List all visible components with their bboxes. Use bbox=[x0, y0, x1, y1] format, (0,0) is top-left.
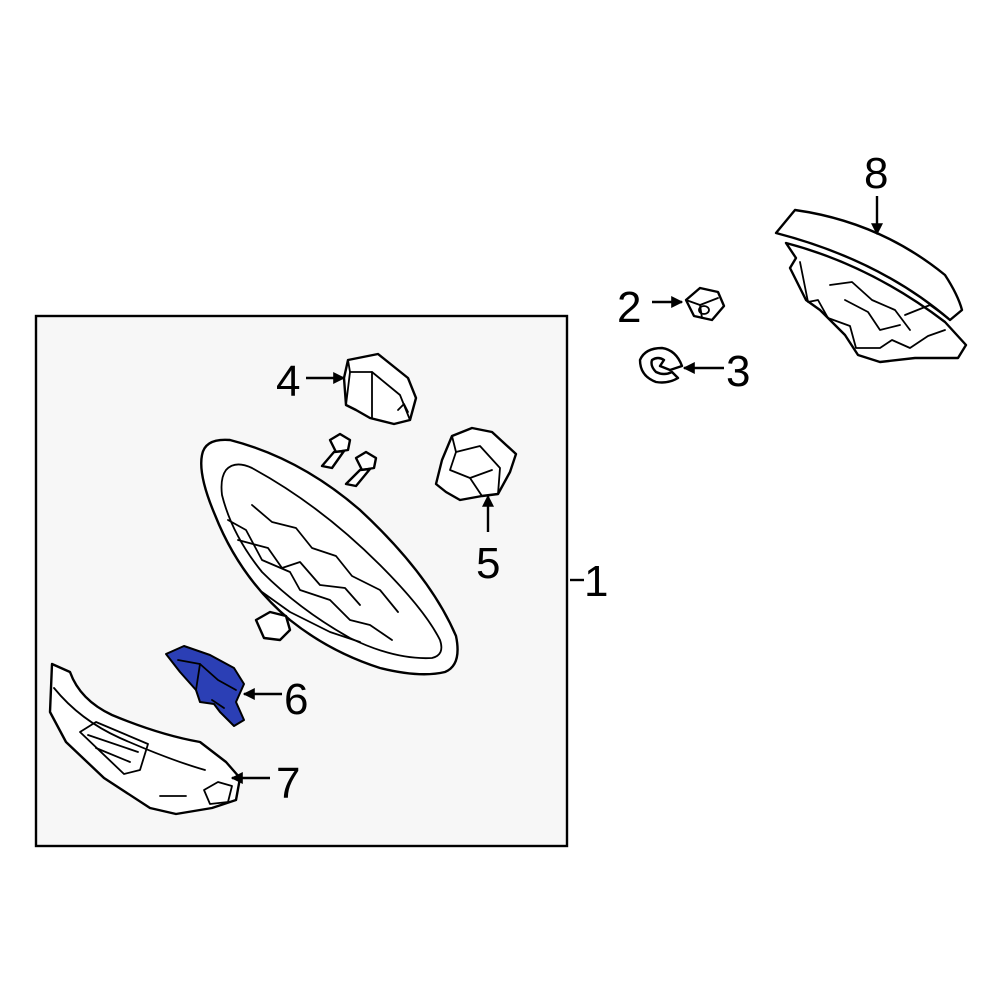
part-6-switch-highlighted[interactable] bbox=[165, 645, 245, 727]
callout-2: 2 bbox=[617, 283, 641, 332]
part-7-lower-cover[interactable] bbox=[48, 662, 242, 816]
part-2-nut[interactable] bbox=[684, 286, 726, 322]
callout-5: 5 bbox=[476, 539, 500, 588]
callout-6: 6 bbox=[284, 675, 308, 724]
callout-4: 4 bbox=[276, 357, 300, 406]
steering-wheel[interactable] bbox=[200, 438, 459, 676]
callout-8: 8 bbox=[864, 149, 888, 198]
bolt-left[interactable] bbox=[320, 432, 352, 470]
bolt-right[interactable] bbox=[344, 450, 378, 488]
part-8-airbag-module[interactable] bbox=[774, 208, 968, 364]
part-4-switch-module[interactable] bbox=[342, 352, 418, 426]
callout-1: 1 bbox=[584, 557, 608, 606]
callout-7: 7 bbox=[276, 759, 300, 808]
callout-3: 3 bbox=[726, 347, 750, 396]
part-5-switch[interactable] bbox=[434, 426, 518, 502]
part-3-clip[interactable] bbox=[638, 346, 684, 384]
